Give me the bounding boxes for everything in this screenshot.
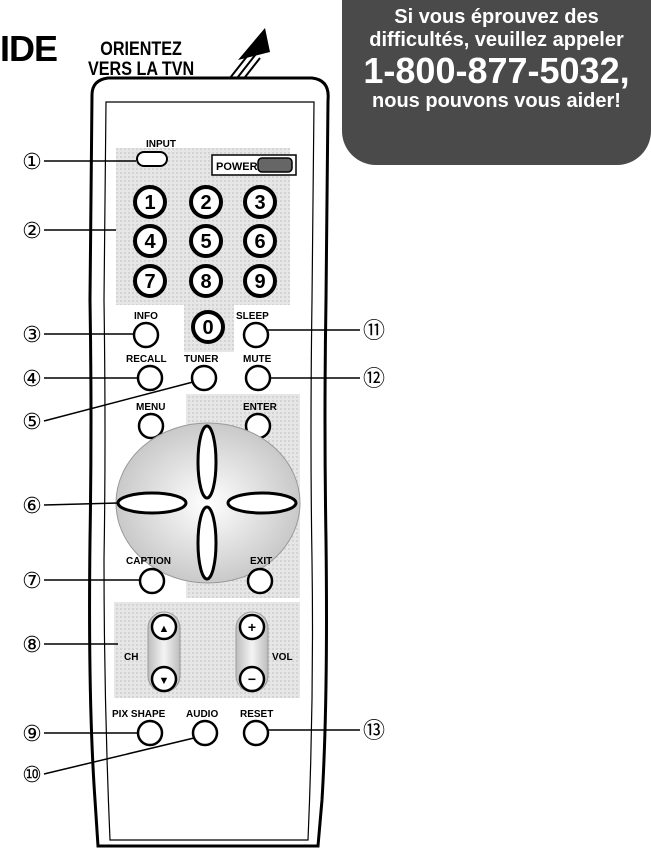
callout-5: ⑤ <box>22 409 42 434</box>
exit-label: EXIT <box>250 556 272 567</box>
help-phone-number: 1-800-877-5032, <box>363 50 630 91</box>
ch-vol-panel <box>114 602 300 698</box>
dpad-right-button[interactable] <box>226 491 298 515</box>
dpad-down-button[interactable] <box>196 505 218 581</box>
digit-5-button[interactable] <box>189 224 223 258</box>
channel-up-button[interactable] <box>150 613 178 641</box>
input-button[interactable] <box>136 151 168 167</box>
digit-8-label: 8 <box>200 271 211 293</box>
sleep-label: SLEEP <box>236 311 269 322</box>
volume-label: VOL <box>272 652 293 663</box>
pix-shape-button[interactable] <box>136 719 164 747</box>
digit-1-label: 1 <box>144 192 155 214</box>
help-line-4: nous pouvons vous aider! <box>372 90 621 112</box>
callout-1: ① <box>22 149 42 174</box>
menu-button[interactable] <box>137 412 165 440</box>
exit-button[interactable] <box>246 567 274 595</box>
callout-4: ④ <box>22 366 42 391</box>
callout-3: ③ <box>22 322 42 347</box>
callout-13: ⑬ <box>363 718 385 743</box>
orientation-instruction: ORIENTEZ VERS LA TVN <box>88 40 194 80</box>
help-hotline-box: Si vous éprouvez des difficultés, veuill… <box>342 0 651 165</box>
callout-7: ⑦ <box>22 568 42 593</box>
callout-9: ⑨ <box>22 721 42 746</box>
recall-button[interactable] <box>136 364 164 392</box>
channel-down-icon: ▼ <box>159 675 170 687</box>
volume-down-button[interactable] <box>238 665 266 693</box>
digit-5-label: 5 <box>200 231 211 253</box>
volume-up-button[interactable] <box>238 613 266 641</box>
enter-label: ENTER <box>243 402 278 413</box>
orient-line-1: ORIENTEZ <box>100 39 182 60</box>
digit-3-button[interactable] <box>243 185 277 219</box>
reset-label: RESET <box>240 709 273 720</box>
volume-up-icon: + <box>248 619 256 635</box>
digit-3-label: 3 <box>254 192 265 214</box>
dpad-up-button[interactable] <box>196 424 218 500</box>
callout-10: ⑩ <box>22 762 42 787</box>
callout-12: ⑫ <box>363 366 385 391</box>
digit-2-label: 2 <box>200 192 211 214</box>
help-line-2: difficultés, veuillez appeler <box>369 29 624 51</box>
digit-9-button[interactable] <box>243 264 277 298</box>
audio-button[interactable] <box>191 719 219 747</box>
power-button[interactable] <box>257 157 293 173</box>
callout-8: ⑧ <box>22 632 42 657</box>
digit-2-button[interactable] <box>189 185 223 219</box>
mute-button[interactable] <box>244 364 272 392</box>
digit-0-button[interactable] <box>191 310 225 344</box>
callout-11: ⑪ <box>363 318 385 343</box>
digit-6-button[interactable] <box>243 224 277 258</box>
digit-buttons: 1 2 3 4 5 6 7 8 9 0 <box>133 185 277 344</box>
info-button[interactable] <box>132 321 160 349</box>
channel-down-button[interactable] <box>150 665 178 693</box>
dpad-left-button[interactable] <box>116 491 188 515</box>
digit-4-button[interactable] <box>133 224 167 258</box>
digit-7-button[interactable] <box>133 264 167 298</box>
digit-9-label: 9 <box>254 271 265 293</box>
callout-leader-lines <box>43 160 360 775</box>
sleep-button[interactable] <box>242 321 270 349</box>
tuner-label: TUNER <box>184 354 219 365</box>
digit-0-label: 0 <box>202 317 213 339</box>
help-line-1: Si vous éprouvez des <box>394 6 599 28</box>
recall-label: RECALL <box>126 354 167 365</box>
input-label: INPUT <box>146 139 176 150</box>
digit-1-button[interactable] <box>133 185 167 219</box>
digit-8-button[interactable] <box>189 264 223 298</box>
info-label: INFO <box>134 311 158 322</box>
audio-label: AUDIO <box>186 709 218 720</box>
reset-button[interactable] <box>242 719 270 747</box>
caption-label: CAPTION <box>126 556 171 567</box>
channel-up-icon: ▲ <box>159 623 170 635</box>
callout-numbers: ① ② ③ ④ ⑤ ⑥ ⑦ ⑧ ⑨ ⑩ ⑪ ⑫ ⑬ <box>22 149 385 787</box>
digit-6-label: 6 <box>254 231 265 253</box>
callout-2: ② <box>22 218 42 243</box>
page-title: IDE <box>0 28 58 69</box>
callout-6: ⑥ <box>22 493 42 518</box>
digit-4-label: 4 <box>144 231 156 253</box>
orient-line-2: VERS LA TVN <box>88 59 195 80</box>
digit-7-label: 7 <box>144 271 155 293</box>
volume-down-icon: − <box>248 671 256 687</box>
caption-button[interactable] <box>138 567 166 595</box>
channel-label: CH <box>124 652 138 663</box>
mute-label: MUTE <box>243 354 272 365</box>
power-label: POWER <box>216 161 258 173</box>
tuner-button[interactable] <box>190 364 218 392</box>
menu-label: MENU <box>136 402 165 413</box>
pix-shape-label: PIX SHAPE <box>112 709 166 720</box>
